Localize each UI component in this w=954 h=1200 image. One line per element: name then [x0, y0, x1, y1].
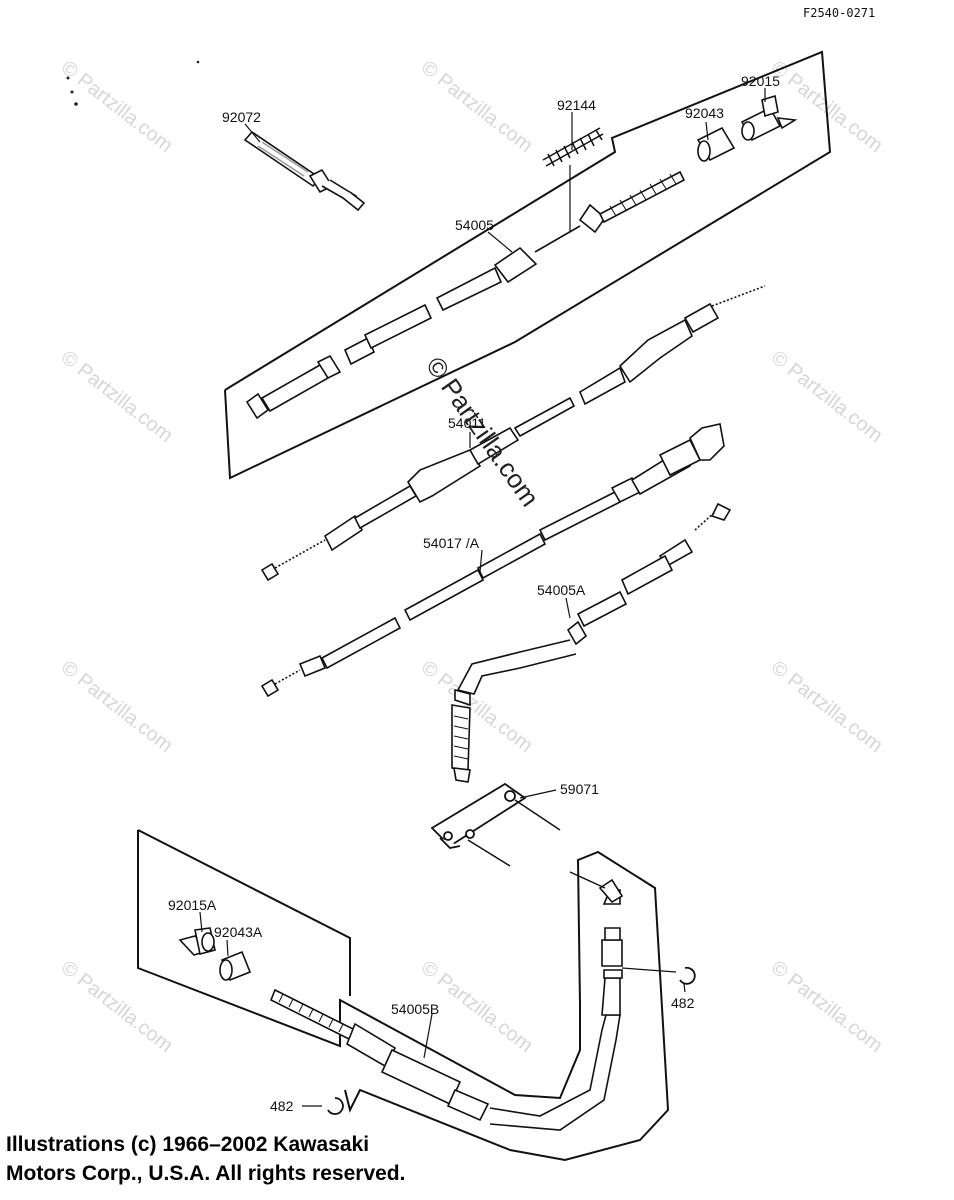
- copyright-line: Motors Corp., U.S.A. All rights reserved…: [6, 1162, 406, 1185]
- watermark: © Partzilla.com: [57, 347, 177, 447]
- part-label: 54005A: [537, 582, 586, 598]
- strap-92072: [243, 130, 366, 212]
- watermark: © Partzilla.com: [417, 57, 537, 157]
- adjuster-92015a: [178, 927, 216, 956]
- part-label: 54005: [455, 217, 494, 233]
- specks: [66, 60, 200, 106]
- part-label: 92144: [557, 97, 596, 113]
- watermark: © Partzilla.com: [767, 957, 887, 1057]
- cable-54005: [245, 170, 686, 420]
- nut-92043a: [219, 950, 252, 982]
- watermark: © Partzilla.com: [767, 347, 887, 447]
- bracket-59071: [430, 782, 527, 849]
- part-label: 54017 /A: [423, 535, 480, 551]
- part-label: 54005B: [391, 1001, 439, 1017]
- adjuster-92015: [740, 94, 798, 142]
- part-label: 92015A: [168, 897, 217, 913]
- part-label: 92043: [685, 105, 724, 121]
- spring-92144: [542, 127, 604, 167]
- part-label: 59071: [560, 781, 599, 797]
- watermark: © Partzilla.com: [767, 657, 887, 757]
- cable-54011: [260, 285, 766, 582]
- copyright-notice: Illustrations (c) 1966–2002 Kawasaki Mot…: [6, 1130, 405, 1188]
- copyright-line: Illustrations (c) 1966–2002 Kawasaki: [6, 1133, 370, 1156]
- part-label: 482: [671, 995, 695, 1011]
- part-label: 92043A: [214, 924, 263, 940]
- watermark: © Partzilla.com: [57, 957, 177, 1057]
- cable-54017a: [260, 423, 725, 698]
- cable-54005b: [269, 878, 624, 1131]
- part-label: 92072: [222, 109, 261, 125]
- assembly-outline-lower: [137, 830, 670, 1162]
- part-label: 92015: [741, 73, 780, 89]
- part-label: 54011: [448, 415, 486, 431]
- leader-lines: [199, 88, 766, 1107]
- assembly-outline-upper: [224, 50, 832, 480]
- watermark: © Partzilla.com: [57, 657, 177, 757]
- clip-482: [327, 966, 696, 1115]
- part-labels: 92072 92144 92043 92015 54005 54011 5401…: [168, 73, 780, 1114]
- figure-code: F2540-0271: [803, 6, 875, 20]
- watermark: © Partzilla.com: [57, 57, 177, 157]
- nut-92043: [696, 126, 736, 162]
- part-label: 482: [270, 1098, 294, 1114]
- cable-54005a: [451, 502, 732, 783]
